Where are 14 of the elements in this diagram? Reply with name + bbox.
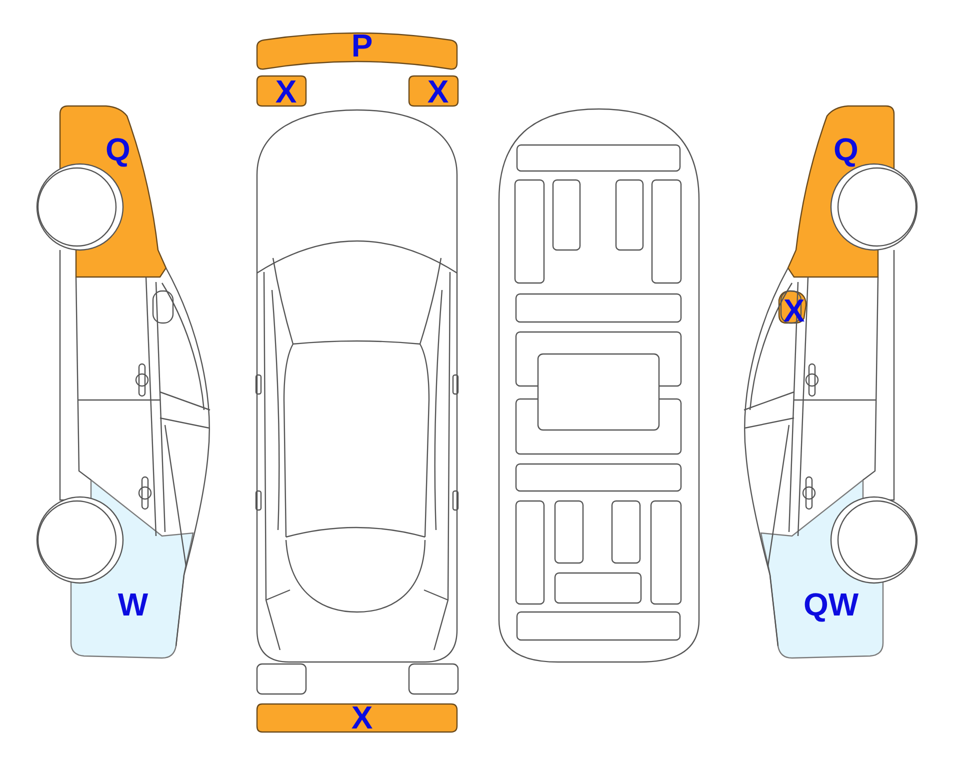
headlight-panel	[256, 74, 307, 109]
headlight-panel	[408, 74, 459, 109]
damage-code: P	[351, 30, 373, 62]
damage-code: X	[351, 702, 373, 734]
rear-quarter-panel	[758, 478, 885, 660]
rear-quarter-panel	[69, 478, 196, 660]
damage-code: Q	[834, 134, 858, 166]
damage-code: Q	[106, 134, 130, 166]
fender-panel	[58, 104, 168, 279]
damage-code: W	[118, 588, 148, 622]
damage-code: X	[427, 76, 449, 108]
fender-panel	[786, 104, 896, 279]
damage-code: QW	[803, 588, 859, 622]
damage-code: X	[275, 76, 297, 108]
